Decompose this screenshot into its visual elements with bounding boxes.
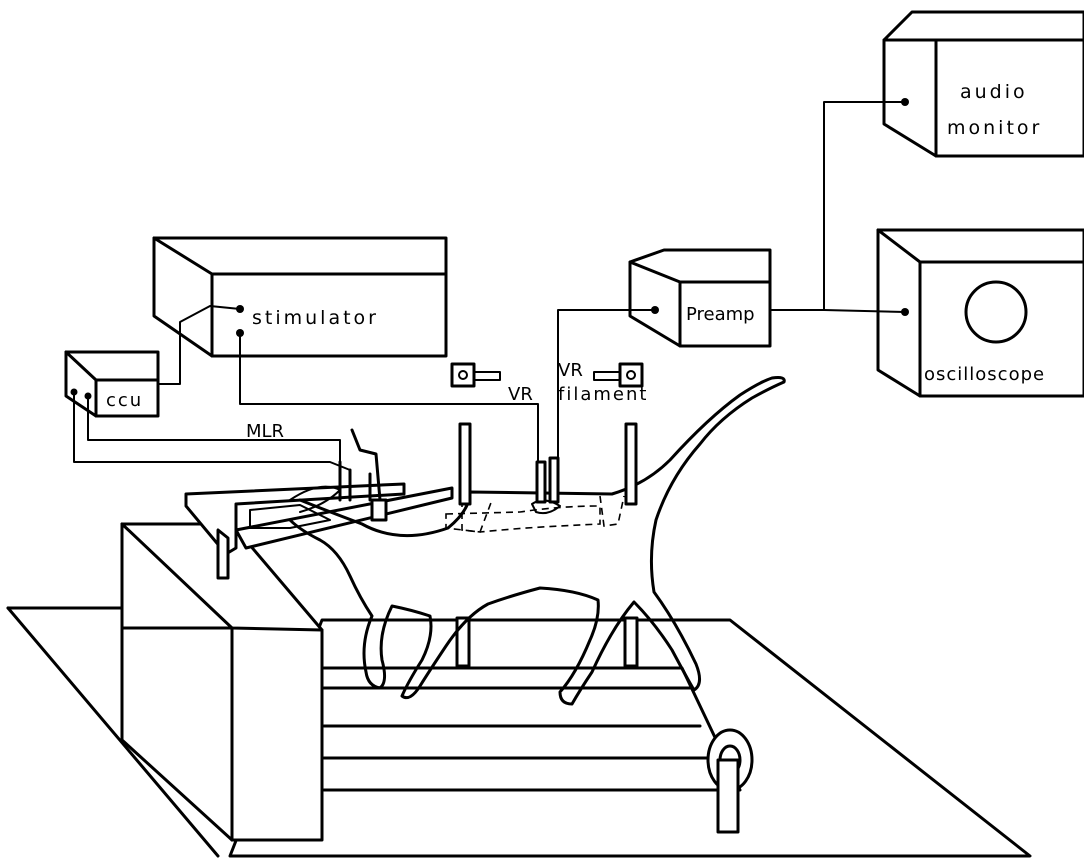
label-preamp: Preamp	[686, 304, 755, 325]
label-vr-filament-line1: VR	[558, 360, 583, 381]
label-ccu: ccu	[106, 390, 143, 411]
stimulator	[154, 238, 446, 356]
label-audio-line1: audio	[960, 81, 1028, 103]
label-audio-line2: monitor	[947, 117, 1042, 139]
label-vr-filament-line2: filament	[558, 384, 648, 405]
stereotaxic-frame	[186, 430, 452, 578]
preamp	[630, 250, 770, 346]
label-stimulator: stimulator	[252, 307, 379, 329]
floor-platform	[8, 608, 1030, 856]
label-oscilloscope: oscilloscope	[924, 364, 1045, 385]
label-mlr: MLR	[246, 421, 284, 442]
label-vr: VR	[508, 384, 533, 405]
